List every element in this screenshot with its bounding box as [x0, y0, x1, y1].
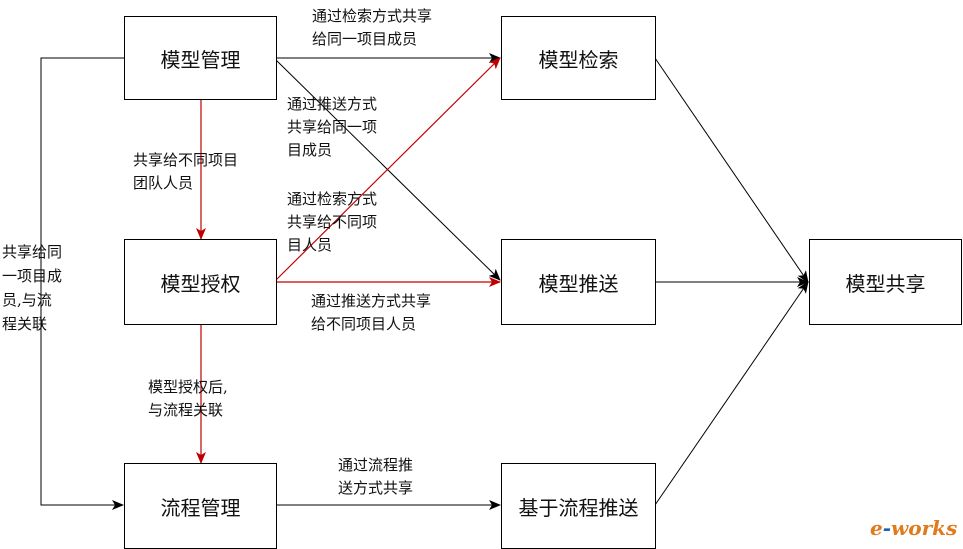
- node-model-push: 模型推送: [501, 239, 656, 325]
- label-push-other-projects: 通过推送方式共享 给不同项目人员: [311, 292, 432, 333]
- edge-auth-to-search: [275, 57, 501, 281]
- edge-mgmt-to-process-left: [40, 57, 124, 510]
- node-model-management: 模型管理: [124, 16, 277, 100]
- node-model-sharing: 模型共享: [809, 239, 962, 325]
- label-process-push-share: 通过流程推 送方式共享: [338, 456, 414, 497]
- label-search-same-project: 通过检索方式共享 给同一项目成员: [312, 7, 433, 48]
- node-process-management: 流程管理: [124, 463, 277, 549]
- edge-processpush-to-share: [654, 281, 809, 506]
- label-search-other-projects: 通过检索方式 共享给不同项 目人员: [287, 190, 378, 254]
- label-share-other-teams: 共享给不同项目 团队人员: [133, 151, 239, 192]
- node-model-authorization: 模型授权: [124, 239, 277, 325]
- label-auth-then-process: 模型授权后, 与流程关联: [148, 378, 228, 419]
- edge-search-to-share: [654, 57, 809, 283]
- edge-mgmt-to-push: [275, 59, 501, 281]
- eworks-logo: e-works: [870, 516, 958, 540]
- node-process-based-push: 基于流程推送: [501, 463, 656, 549]
- label-push-same-project: 通过推送方式 共享给同一项 目成员: [287, 95, 378, 159]
- node-model-search: 模型检索: [501, 16, 656, 100]
- label-share-with-process: 共享给同 一项目成 员,与流 程关联: [2, 243, 63, 333]
